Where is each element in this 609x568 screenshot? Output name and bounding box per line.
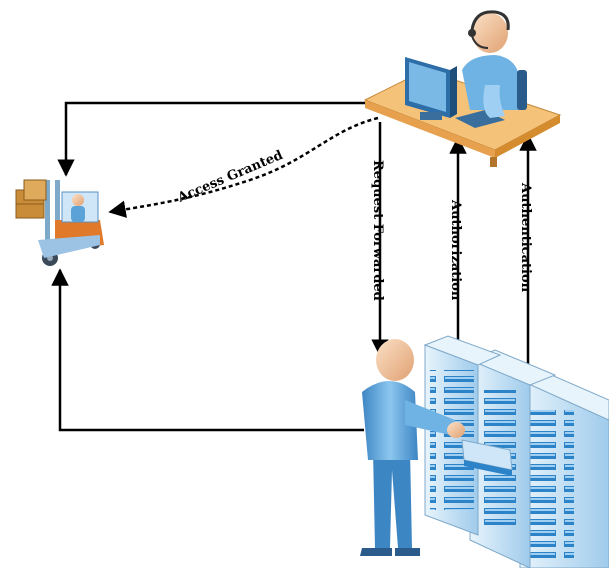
forklift-operator-icon: [15, 179, 104, 266]
admin-to-user-arrow: [51, 268, 364, 432]
support-agent-desk-icon: [363, 10, 562, 167]
access-granted-label: Access Granted: [175, 148, 285, 206]
request-forwarded-label: Request Forwarded: [370, 160, 385, 301]
authorization-label: Authorization: [448, 199, 463, 301]
desk-to-user-arrow: [57, 101, 370, 177]
access-granted-arrow: [108, 116, 379, 218]
authentication-label: Authentication: [518, 182, 533, 293]
server-rack-icon: [423, 335, 609, 568]
administrator-person-icon: [360, 339, 513, 556]
connectors: [51, 101, 537, 432]
edge-labels: Access Granted Request Forwarded Authori…: [175, 148, 533, 301]
